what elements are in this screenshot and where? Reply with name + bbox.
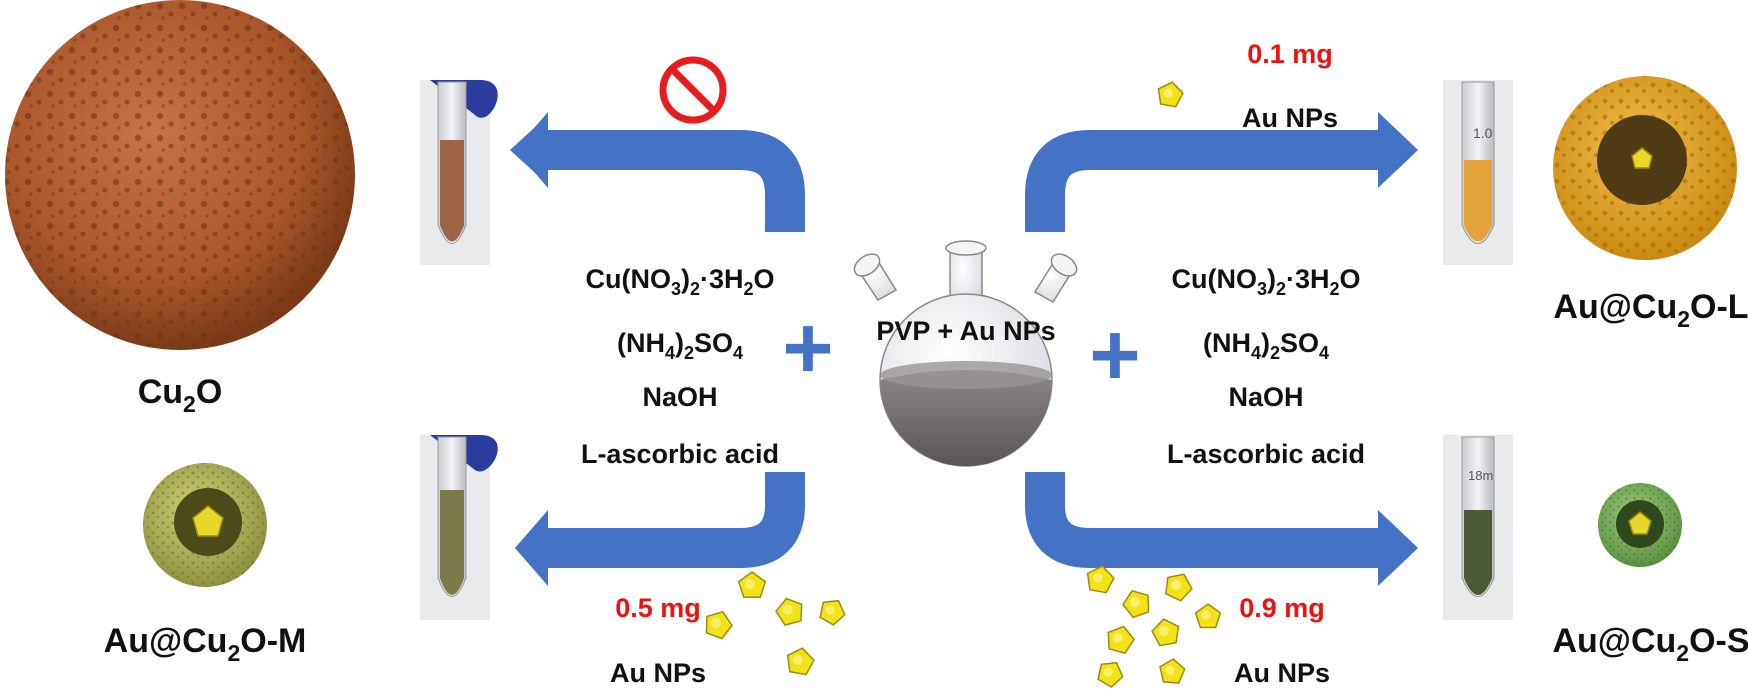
reagent-left-copper-nitrate: Cu(NO3)2·3H2O [585,264,774,299]
label-cu2o: Cu2O [138,373,223,417]
gold-pentagon-highlight [1201,610,1211,620]
amount-bottom-right-mass: 0.9 mg [1239,593,1325,623]
tube-au-cu2o-s-photo: 18m [1443,435,1513,620]
amount-top-right-mass: 0.1 mg [1247,39,1333,69]
nanoparticle-group-0.1mg [1157,81,1184,108]
amount-bottom-left-mass: 0.5 mg [615,593,701,623]
reagent-right-naoh: NaOH [1228,382,1303,412]
prohibited-icon [659,56,727,124]
gold-pentagon-highlight [1171,580,1181,590]
center-label-pvp-au-nps: PVP + Au NPs [876,316,1055,346]
au-cu2o-m-sphere-image [143,463,267,587]
three-neck-flask-icon [853,240,1078,467]
tube-au-cu2o-m-photo [420,435,498,620]
amount-bottom-left-label: Au NPs [610,658,706,688]
reagent-right-ascorbic-acid: L-ascorbic acid [1167,439,1365,469]
label-au-cu2o-m: Au@Cu2O-M [104,622,307,666]
arrow-to-au-cu2o-s [1025,472,1418,586]
gold-pentagon-highlight [1165,665,1175,675]
cu2o-sphere-image [5,0,355,350]
gold-pentagon-highlight [711,618,721,628]
label-au-cu2o-l: Au@Cu2O-L [1553,288,1748,332]
amount-bottom-right-label: Au NPs [1234,658,1330,688]
reagent-right-ammonium-sulfate: (NH4)2SO4 [1203,328,1329,363]
gold-pentagon-highlight [1163,88,1173,98]
au-cu2o-l-sphere-image [1553,76,1737,260]
tube-cu2o-photo [420,80,498,265]
arrow-to-cu2o [510,112,805,232]
arrow-to-au-cu2o-l [1025,112,1418,232]
label-au-cu2o-s: Au@Cu2O-S [1552,622,1748,666]
reagent-left-naoh: NaOH [642,382,717,412]
gold-pentagon-highlight [1103,667,1113,677]
plus-sign-left: + [782,298,833,397]
reagent-left-ascorbic-acid: L-ascorbic acid [581,439,779,469]
gold-pentagon-highlight [825,605,835,615]
nanoparticle-group-0.9mg [1086,565,1222,688]
gold-pentagon-highlight [1093,573,1103,583]
tube-au-cu2o-l-photo: 1.0 [1443,80,1513,265]
arrow-to-au-cu2o-m [515,472,805,586]
gold-pentagon-highlight [793,655,803,665]
gold-pentagon-highlight [1159,626,1169,636]
gold-pentagon-highlight [783,605,793,615]
nanoparticle-group-0.5mg [705,571,846,676]
gold-pentagon-highlight [1130,597,1140,607]
amount-top-right-label: Au NPs [1242,103,1338,133]
svg-text:18m: 18m [1468,468,1493,483]
plus-sign-right: + [1089,305,1140,404]
gold-pentagon-highlight [745,579,755,589]
svg-text:1.0: 1.0 [1473,125,1493,141]
au-cu2o-s-sphere-image [1598,483,1682,567]
reagent-left-ammonium-sulfate: (NH4)2SO4 [617,328,743,363]
gold-pentagon-highlight [1113,633,1123,643]
reagent-right-copper-nitrate: Cu(NO3)2·3H2O [1171,264,1360,299]
